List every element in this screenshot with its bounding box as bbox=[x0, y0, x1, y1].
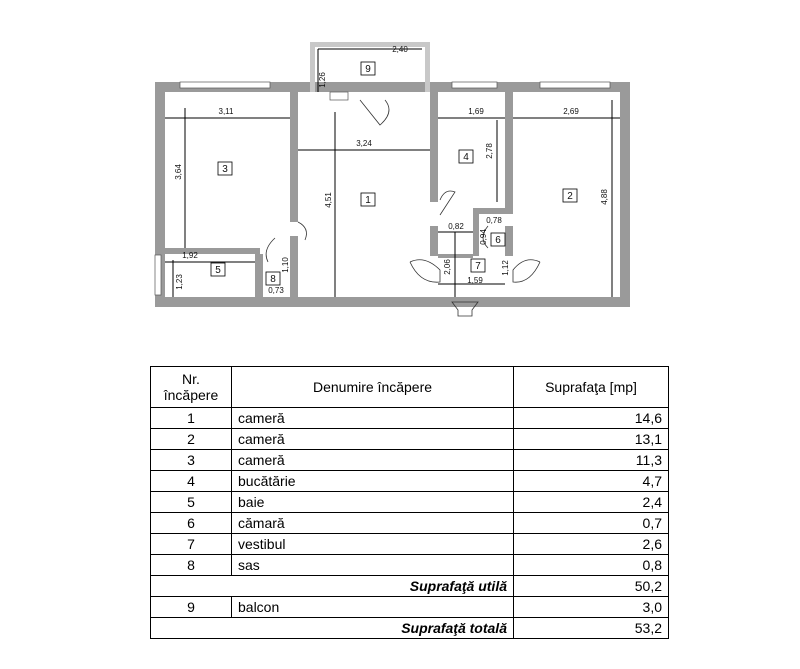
subtotal-label: Suprafaţă utilă bbox=[150, 575, 514, 597]
table-row: 8 sas 0,8 bbox=[150, 554, 669, 576]
cell-nr: 1 bbox=[150, 407, 232, 429]
dim-room4-height: 2,78 bbox=[485, 143, 494, 159]
dim-room7-height2: 1,12 bbox=[501, 260, 510, 276]
cell-nr: 6 bbox=[150, 512, 232, 534]
cell-area: 14,6 bbox=[513, 407, 669, 429]
room-label: 6 bbox=[495, 235, 501, 246]
subtotal-row: Suprafaţă utilă 50,2 bbox=[150, 575, 669, 597]
cell-area: 2,4 bbox=[513, 491, 669, 513]
cell-name: cămară bbox=[231, 512, 514, 534]
room-label: 1 bbox=[365, 195, 371, 206]
cell-area: 2,6 bbox=[513, 533, 669, 555]
header-name: Denumire încăpere bbox=[231, 366, 514, 408]
windows bbox=[154, 81, 611, 296]
dim-room1-width: 3,24 bbox=[356, 139, 372, 148]
cell-nr: 2 bbox=[150, 428, 232, 450]
cell-name: cameră bbox=[231, 449, 514, 471]
cell-name: cameră bbox=[231, 407, 514, 429]
subtotal-area: 50,2 bbox=[513, 575, 669, 597]
dim-balcony-height: 1,26 bbox=[318, 72, 327, 88]
dim-room1-height: 4,51 bbox=[324, 192, 333, 208]
dim-room5-height: 1,23 bbox=[175, 274, 184, 290]
room-label: 9 bbox=[365, 64, 371, 75]
cell-nr: 5 bbox=[150, 491, 232, 513]
table-row: 6 cămară 0,7 bbox=[150, 512, 669, 534]
cell-nr: 9 bbox=[150, 596, 232, 618]
balcony bbox=[310, 42, 430, 101]
room-label: 7 bbox=[475, 261, 481, 272]
table-row: 2 cameră 13,1 bbox=[150, 428, 669, 450]
cell-name: balcon bbox=[231, 596, 514, 618]
cell-area: 0,7 bbox=[513, 512, 669, 534]
cell-area: 13,1 bbox=[513, 428, 669, 450]
room-label: 8 bbox=[270, 274, 276, 285]
dim-room6-width: 0,78 bbox=[486, 216, 502, 225]
dim-room8-height: 1,10 bbox=[281, 257, 290, 273]
room-label: 4 bbox=[463, 152, 469, 163]
total-label: Suprafaţă totală bbox=[150, 617, 514, 639]
cell-nr: 4 bbox=[150, 470, 232, 492]
table-row: 4 bucătărie 4,7 bbox=[150, 470, 669, 492]
table-row: 3 cameră 11,3 bbox=[150, 449, 669, 471]
dim-room3-height: 3,64 bbox=[174, 164, 183, 180]
room-table: Nr. încăpere Denumire încăpere Suprafaţa… bbox=[150, 366, 669, 639]
header-nr: Nr. încăpere bbox=[150, 366, 232, 408]
room-label: 5 bbox=[215, 265, 221, 276]
cell-nr: 7 bbox=[150, 533, 232, 555]
cell-name: bucătărie bbox=[231, 470, 514, 492]
dim-balcony-width: 2,40 bbox=[392, 45, 408, 54]
cell-area: 3,0 bbox=[513, 596, 669, 618]
cell-name: cameră bbox=[231, 428, 514, 450]
floor-plan: 9 3 1 4 2 6 7 5 8 2,40 1,26 3,11 3,64 3,… bbox=[154, 42, 630, 317]
dim-room7-width1: 0,82 bbox=[448, 222, 464, 231]
dimension-lines bbox=[165, 100, 620, 297]
cell-name: vestibul bbox=[231, 533, 514, 555]
cell-area: 0,8 bbox=[513, 554, 669, 576]
dim-room5-width: 1,92 bbox=[182, 251, 198, 260]
cell-nr: 3 bbox=[150, 449, 232, 471]
cell-area: 4,7 bbox=[513, 470, 669, 492]
room-labels: 9 3 1 4 2 6 7 5 8 bbox=[210, 61, 578, 286]
room-label: 2 bbox=[567, 191, 573, 202]
table-row: 5 baie 2,4 bbox=[150, 491, 669, 513]
table-header-row: Nr. încăpere Denumire încăpere Suprafaţa… bbox=[150, 366, 669, 408]
dimension-texts: 2,40 1,26 3,11 3,64 3,24 4,51 1,69 2,78 … bbox=[174, 45, 609, 295]
table-row: 9 balcon 3,0 bbox=[150, 596, 669, 618]
header-area: Suprafaţa [mp] bbox=[513, 366, 669, 408]
doors bbox=[265, 99, 541, 317]
total-row: Suprafaţă totală 53,2 bbox=[150, 617, 669, 639]
dim-room8-width: 0,73 bbox=[268, 286, 284, 295]
dim-room2-height: 4,88 bbox=[600, 189, 609, 205]
cell-area: 11,3 bbox=[513, 449, 669, 471]
table-row: 1 cameră 14,6 bbox=[150, 407, 669, 429]
dim-room6-height: 0,94 bbox=[479, 229, 488, 245]
dim-room2-width: 2,69 bbox=[563, 107, 579, 116]
room-label: 3 bbox=[222, 164, 228, 175]
dim-room4-width: 1,69 bbox=[468, 107, 484, 116]
cell-nr: 8 bbox=[150, 554, 232, 576]
cell-name: sas bbox=[231, 554, 514, 576]
dim-room3-width: 3,11 bbox=[219, 107, 235, 116]
total-area: 53,2 bbox=[513, 617, 669, 639]
dim-room7-width2: 1,59 bbox=[467, 276, 483, 285]
table-row: 7 vestibul 2,6 bbox=[150, 533, 669, 555]
dim-room7-height1: 2,06 bbox=[443, 259, 452, 275]
cell-name: baie bbox=[231, 491, 514, 513]
